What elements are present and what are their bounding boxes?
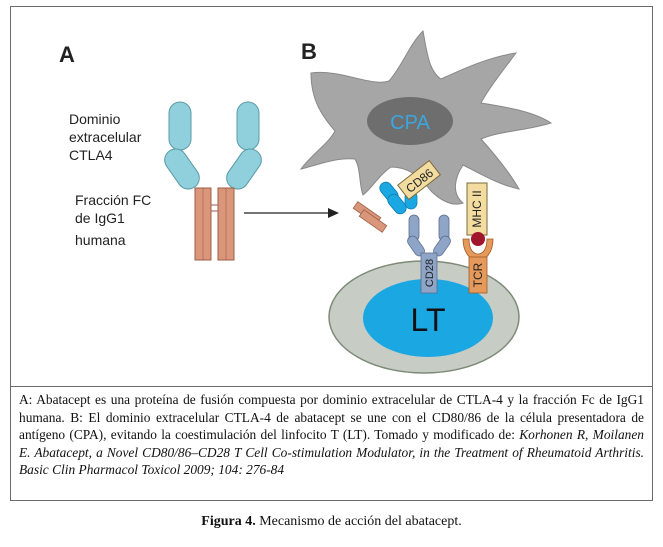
- tcr-receptor: TCR: [462, 238, 494, 294]
- cd28-receptor: CD28: [407, 214, 451, 294]
- cpa-label: CPA: [390, 112, 430, 134]
- mhc-ii-complex: MHC II: [466, 182, 488, 246]
- abatacept-molecule: [164, 101, 262, 261]
- figure-title-text: Mecanismo de acción del abatacept.: [255, 514, 462, 529]
- caption-divider: [11, 386, 652, 387]
- cpa-nucleus: [367, 97, 453, 145]
- ctla4-domain-upper-left: [168, 101, 192, 151]
- antigen-dot: [471, 232, 485, 246]
- binding-arrow: [244, 208, 339, 218]
- panel-a-label: A: [59, 42, 75, 67]
- panel-b-label: B: [301, 39, 317, 64]
- caption-plain: A: Abatacept es una proteína de fusión c…: [19, 392, 644, 443]
- mhc-label: MHC II: [470, 190, 484, 227]
- cd28-label: CD28: [424, 259, 436, 287]
- domain-label-line1: Dominio: [69, 111, 121, 127]
- figure-caption: A: Abatacept es una proteína de fusión c…: [19, 391, 644, 479]
- figure-frame: A B Dominio extracelular CTLA4 Fracción …: [10, 6, 653, 501]
- caption-reference: Korhonen R, Moilanen E. Abatacept, a Nov…: [19, 427, 644, 478]
- fc-label-line2: de IgG1: [75, 210, 125, 226]
- fc-label-line3: humana: [75, 232, 126, 248]
- ctla4-domain-upper-right: [236, 101, 260, 151]
- lt-label: LT: [411, 302, 446, 338]
- fc-label: Fracción FC de IgG1 humana: [75, 192, 151, 248]
- lt-nucleus: [363, 279, 493, 357]
- domain-label-line3: CTLA4: [69, 147, 113, 163]
- domain-label-line2: extracelular: [69, 129, 142, 145]
- figure-number: Figura 4.: [201, 514, 256, 529]
- tcr-label: TCR: [471, 262, 485, 287]
- domain-label: Dominio extracelular CTLA4: [69, 111, 142, 163]
- ctla4-domain-lower-left: [164, 148, 200, 190]
- ctla4-domain-lower-right: [226, 148, 262, 190]
- mechanism-diagram: A B Dominio extracelular CTLA4 Fracción …: [59, 29, 553, 374]
- figure-title: Figura 4. Mecanismo de acción del abatac…: [0, 514, 663, 530]
- fc-label-line1: Fracción FC: [75, 192, 151, 208]
- abatacept-bound: [352, 181, 407, 233]
